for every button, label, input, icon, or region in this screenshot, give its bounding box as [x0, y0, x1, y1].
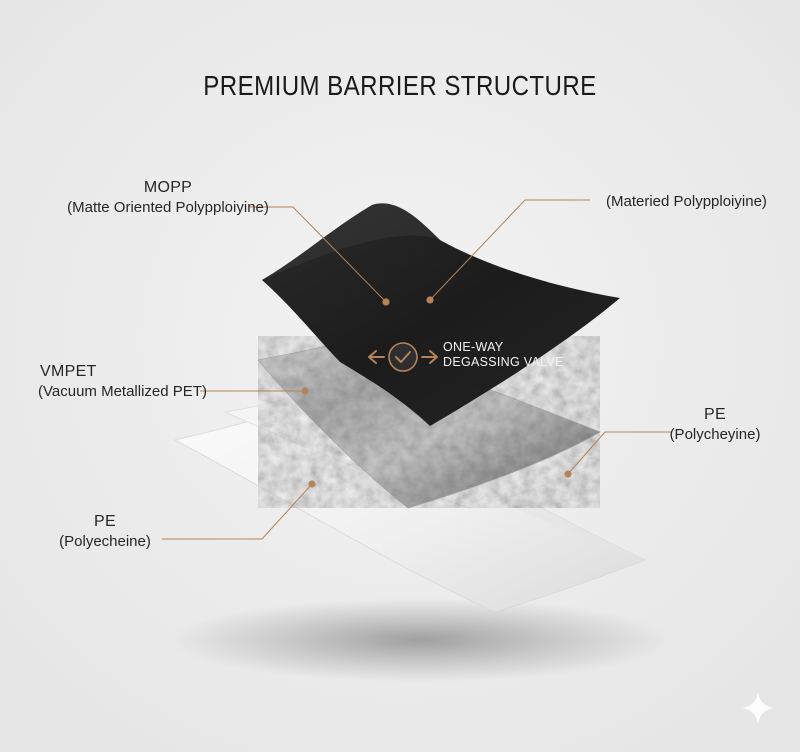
label-vmpet-desc: (Vacuum Metallized PET) [38, 383, 207, 400]
valve-label-line2: DEGASSING VALVE [443, 355, 564, 369]
label-pe-right: PE (Polycheyine) [660, 405, 770, 445]
label-vmpet: VMPET (Vacuum Metallized PET) [38, 362, 207, 402]
check-circle-icon [388, 342, 418, 372]
ground-shadow [170, 598, 670, 682]
check-mark [395, 351, 411, 363]
leader-pe-right [567, 431, 672, 475]
label-pe-right-name: PE [704, 406, 726, 423]
label-pe-left: PE (Polyecheine) [50, 512, 160, 552]
leader-mopp-right [429, 199, 590, 301]
valve-label-line1: ONE-WAY [443, 340, 504, 354]
label-mopp: MOPP (Matte Oriented Polypploiyine) [58, 178, 278, 218]
label-pe-right-desc: (Polycheyine) [669, 426, 761, 443]
page-title: PREMIUM BARRIER STRUCTURE [203, 70, 597, 101]
dot-pe-left [308, 480, 316, 488]
label-mopp-name: MOPP [143, 179, 193, 196]
leader-pe-left [162, 483, 313, 540]
dot-pe-right [564, 470, 572, 478]
label-vmpet-name: VMPET [40, 363, 97, 380]
label-pe-left-name: PE [94, 513, 116, 530]
mopp-layer-highlight [262, 203, 440, 280]
leader-dots [301, 296, 572, 488]
label-mopp-right-desc: (Materied Polypploiyine) [606, 193, 767, 210]
dot-vmpet [301, 387, 309, 395]
label-mopp-right: (Materied Polypploiyine) [606, 192, 767, 212]
dot-mopp-right [426, 296, 434, 304]
valve-label: ONE-WAY DEGASSING VALVE [443, 340, 564, 370]
leader-mopp [250, 206, 387, 303]
label-pe-left-desc: (Polyecheine) [59, 533, 151, 550]
sparkle-icon [742, 692, 774, 724]
arrow-left-icon [368, 350, 385, 364]
label-mopp-desc: (Matte Oriented Polypploiyine) [67, 199, 269, 216]
leader-lines [162, 199, 672, 540]
arrow-right-icon [421, 350, 438, 364]
mopp-layer [262, 203, 620, 426]
degassing-valve [368, 342, 438, 372]
dot-mopp [382, 298, 390, 306]
